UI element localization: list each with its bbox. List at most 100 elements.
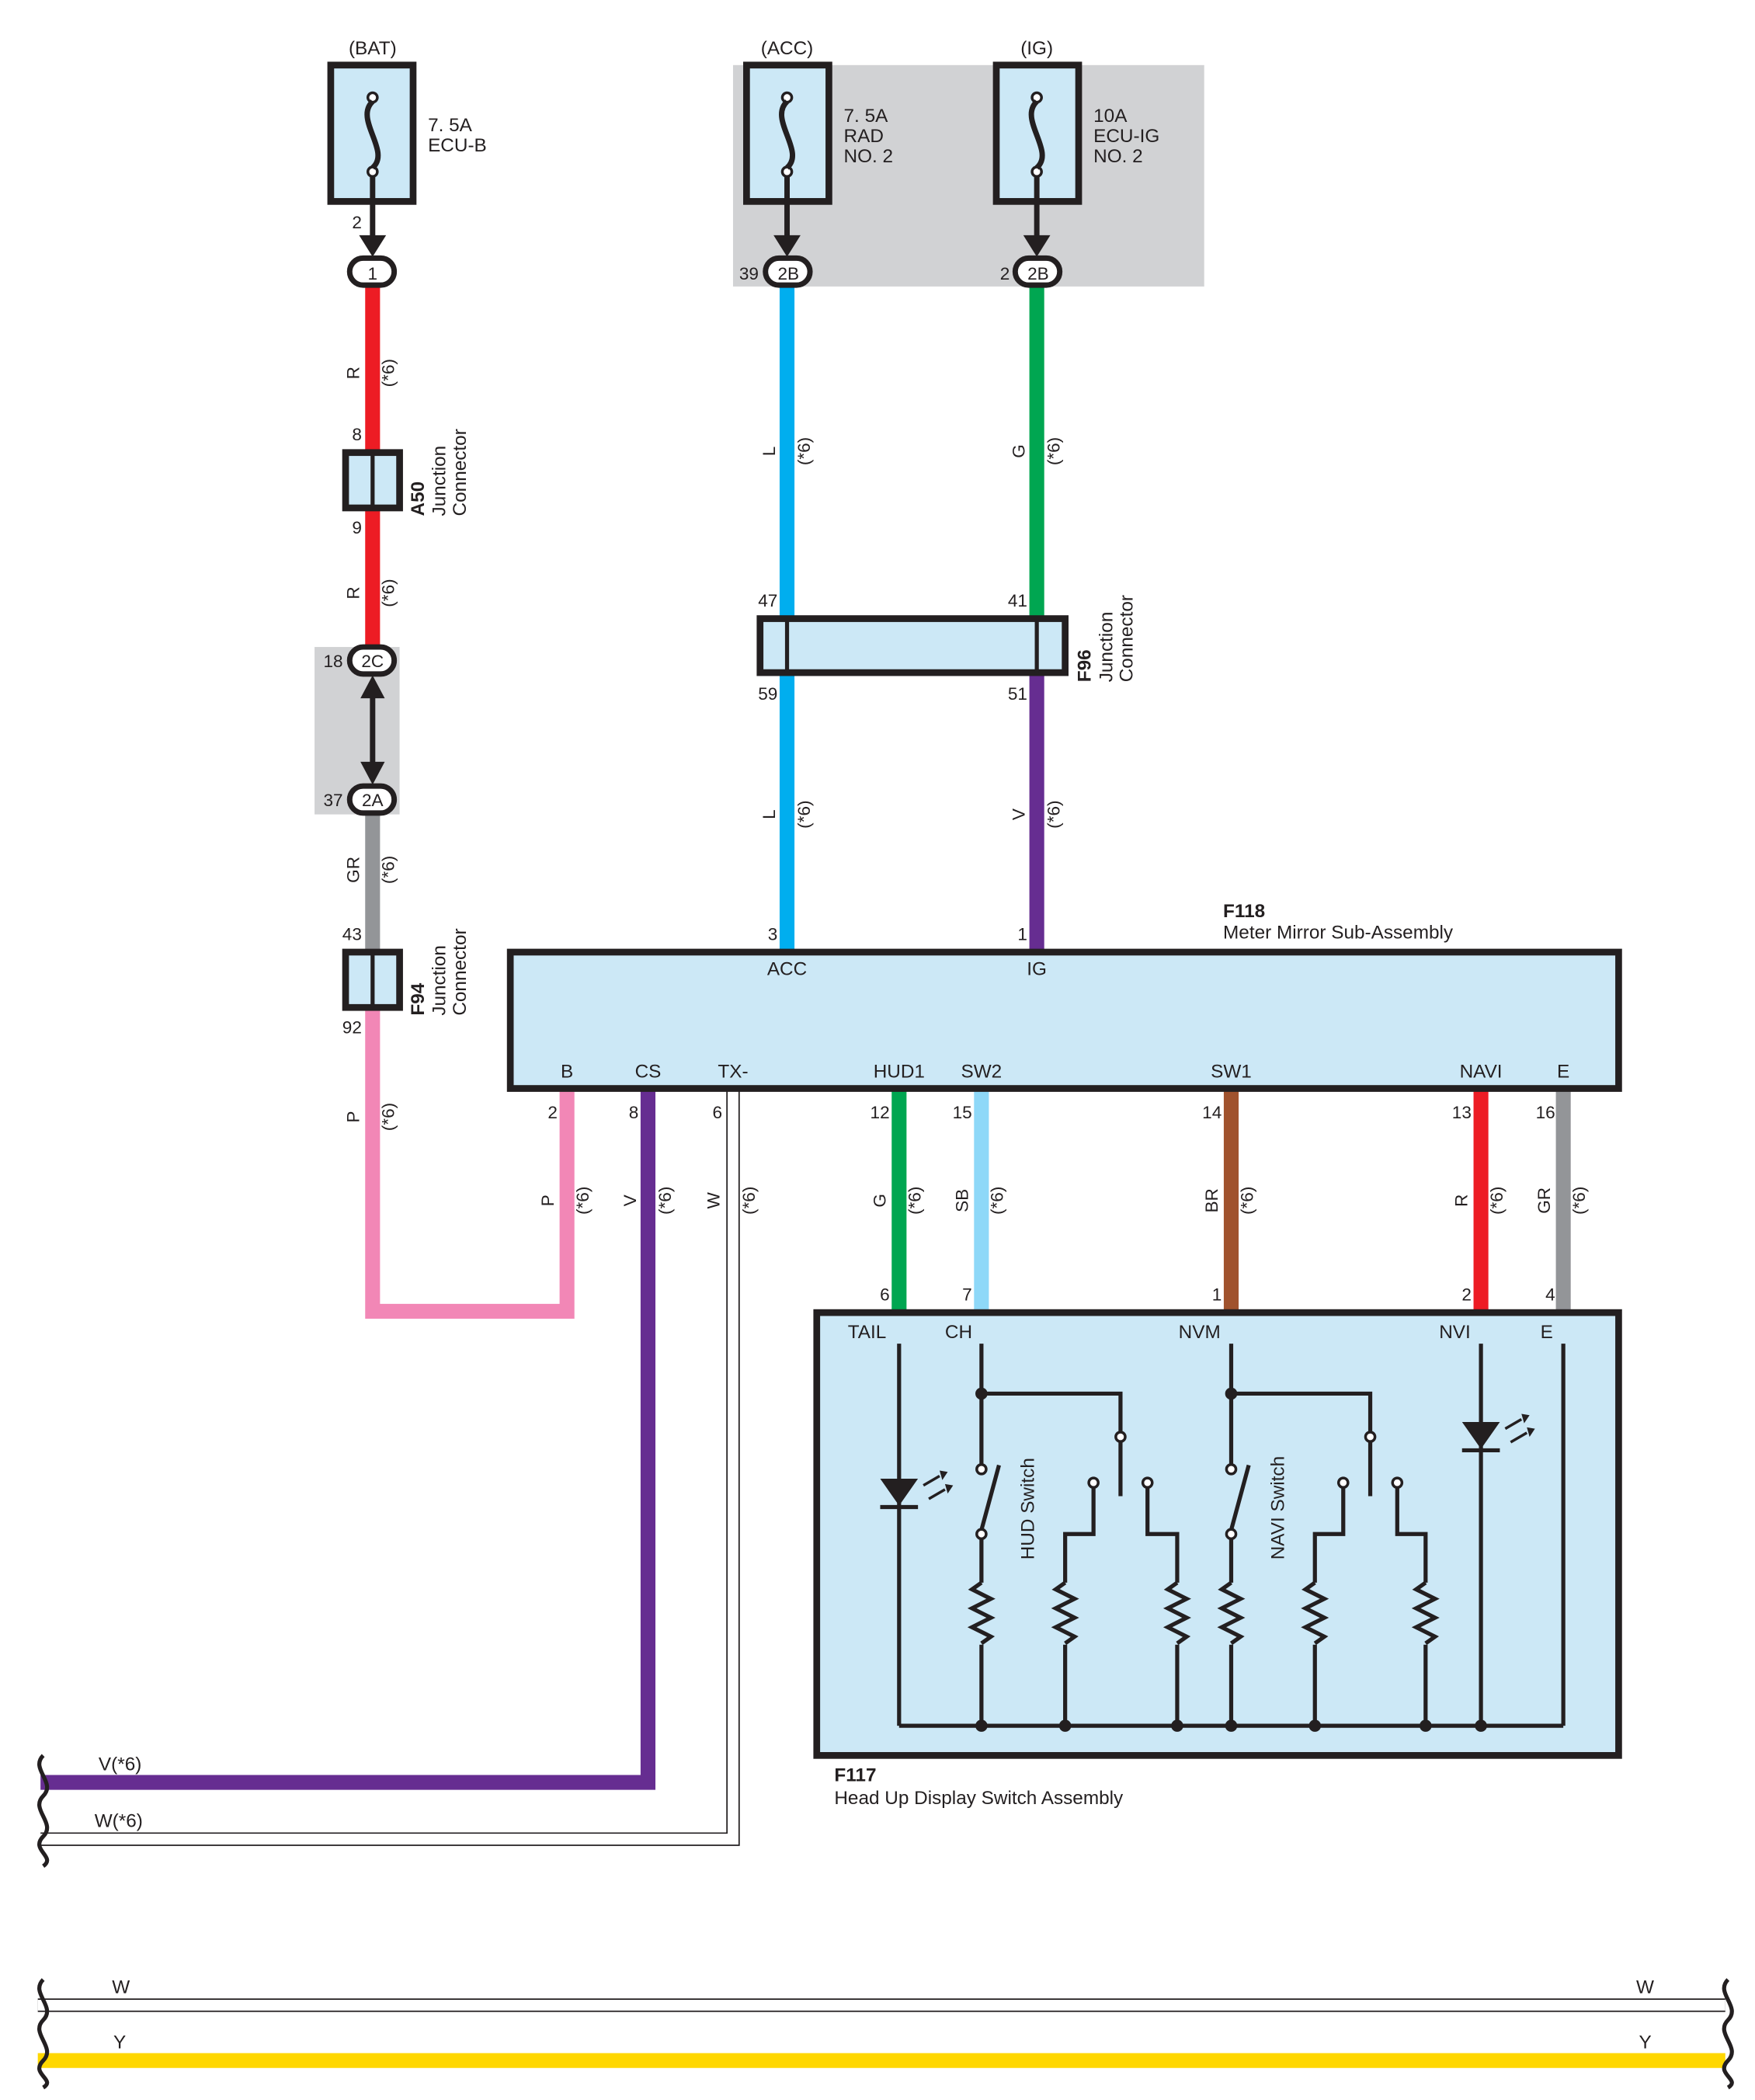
wire-w-tx bbox=[40, 1088, 738, 1845]
wl-gr2: GR bbox=[1534, 1187, 1554, 1214]
led-tail-icon bbox=[880, 1478, 919, 1506]
f96-line1: Junction bbox=[1096, 612, 1117, 683]
wl-sbn: (*6) bbox=[988, 1187, 1007, 1215]
f117-name: Head Up Display Switch Assembly bbox=[834, 1788, 1124, 1809]
wl-g2: G bbox=[870, 1194, 889, 1208]
pin-ig-2b: 2 bbox=[1000, 264, 1010, 283]
f117-term-e: E bbox=[1541, 1322, 1553, 1343]
pill-2a-label: 2A bbox=[362, 791, 384, 810]
f117-term-ch: CH bbox=[945, 1322, 972, 1343]
f118-term-acc: ACC bbox=[767, 959, 807, 980]
pin-f117-e: 4 bbox=[1545, 1285, 1555, 1304]
f118-term-cs: CS bbox=[635, 1062, 662, 1083]
fuse-rad-no2 bbox=[743, 61, 832, 257]
f118-term-navi: NAVI bbox=[1460, 1062, 1503, 1083]
wl-r2: R bbox=[343, 586, 363, 599]
fuse-rad-rating: 7. 5A bbox=[844, 106, 889, 127]
junction-f96 bbox=[756, 615, 1069, 676]
pin-f118-acc: 3 bbox=[768, 924, 778, 944]
wl-w1: W bbox=[704, 1191, 724, 1208]
pin-f118-sw2: 15 bbox=[953, 1103, 972, 1122]
wl-r2n: (*6) bbox=[379, 579, 398, 607]
pill-2b-ig-label: 2B bbox=[1027, 264, 1049, 283]
pill-2c-label: 2C bbox=[361, 652, 384, 671]
pin-f118-navi: 13 bbox=[1452, 1103, 1472, 1122]
bus-v-label: V(*6) bbox=[99, 1754, 141, 1775]
pin-f118-cs: 8 bbox=[629, 1103, 639, 1122]
f117-term-nvm: NVM bbox=[1179, 1322, 1221, 1343]
pin-f94-out: 92 bbox=[342, 1017, 362, 1037]
fuse-ecu-b bbox=[327, 61, 417, 257]
f117-term-tail: TAIL bbox=[848, 1322, 887, 1343]
f118-code: F118 bbox=[1223, 901, 1265, 922]
wl-br: BR bbox=[1202, 1188, 1222, 1212]
wl-v2: V bbox=[620, 1194, 640, 1206]
pin-f118-tx: 6 bbox=[713, 1103, 723, 1122]
pin-f118-ig: 1 bbox=[1017, 924, 1027, 944]
pin-a50-in: 8 bbox=[352, 425, 362, 444]
f117-code: F117 bbox=[834, 1764, 876, 1785]
wl-v1n: (*6) bbox=[1044, 800, 1064, 828]
pin-f118-e: 16 bbox=[1536, 1103, 1555, 1122]
pin-2c: 18 bbox=[323, 652, 342, 671]
f94-line2: Connector bbox=[450, 928, 471, 1015]
fuse-ecu-ig-no2 bbox=[992, 61, 1083, 257]
f118-term-ig: IG bbox=[1027, 959, 1047, 980]
f118-term-hud1: HUD1 bbox=[874, 1062, 925, 1083]
break-marks bbox=[37, 1754, 1734, 2090]
bus-w-label: W(*6) bbox=[95, 1810, 143, 1831]
pin-2a: 37 bbox=[323, 791, 342, 810]
pin-f118-hud1: 12 bbox=[871, 1103, 890, 1122]
pin-bat-fuse: 2 bbox=[352, 213, 362, 232]
f117-box bbox=[813, 1309, 1622, 1759]
supply-acc-label: (ACC) bbox=[761, 38, 814, 59]
f118-term-e: E bbox=[1557, 1062, 1569, 1083]
f118-term-sw2: SW2 bbox=[961, 1062, 1002, 1083]
pin-f117-tail: 6 bbox=[880, 1285, 890, 1304]
wire-v-cs bbox=[40, 1088, 656, 1790]
pin-f96-v-out: 51 bbox=[1008, 684, 1027, 704]
f118-term-tx: TX- bbox=[718, 1062, 748, 1083]
f117-circuit bbox=[880, 1344, 1566, 1732]
f118-box bbox=[506, 948, 1622, 1092]
wl-gr2n: (*6) bbox=[1569, 1187, 1589, 1215]
wl-l1n: (*6) bbox=[794, 437, 814, 465]
wl-g1: G bbox=[1009, 444, 1028, 458]
wire-labels: R (*6) R (*6) GR (*6) P (*6) L (*6) G (*… bbox=[343, 359, 1589, 1215]
f118-name: Meter Mirror Sub-Assembly bbox=[1223, 923, 1454, 944]
fuse-ecuig-name1: ECU-IG bbox=[1093, 126, 1159, 147]
wl-g1n: (*6) bbox=[1044, 437, 1064, 465]
wl-r3: R bbox=[1452, 1194, 1472, 1207]
bus-y-right-label: Y bbox=[1639, 2032, 1651, 2053]
wl-r3n: (*6) bbox=[1487, 1187, 1507, 1215]
wl-p1n: (*6) bbox=[379, 1103, 398, 1131]
f118-term-sw1: SW1 bbox=[1211, 1062, 1252, 1083]
junction-f94 bbox=[342, 948, 403, 1011]
hud-switch-label: HUD Switch bbox=[1018, 1458, 1039, 1559]
pin-f117-nvi: 2 bbox=[1461, 1285, 1472, 1304]
wl-g2n: (*6) bbox=[905, 1187, 925, 1215]
junction-labels: A50 Junction Connector F94 Junction Conn… bbox=[408, 429, 1138, 1015]
pin-f96-l-out: 59 bbox=[758, 684, 777, 704]
supply-bat-label: (BAT) bbox=[349, 38, 397, 59]
pin-f118-sw1: 14 bbox=[1202, 1103, 1222, 1122]
wl-v2n: (*6) bbox=[655, 1187, 675, 1215]
wl-r1n: (*6) bbox=[379, 359, 398, 387]
wires bbox=[37, 286, 1725, 2068]
f118-term-b: B bbox=[561, 1062, 573, 1083]
pin-f117-ch: 7 bbox=[962, 1285, 972, 1304]
pill-2a bbox=[346, 783, 398, 816]
pill-2b-acc bbox=[763, 255, 813, 288]
wire-p bbox=[365, 1007, 575, 1319]
connector-pills bbox=[346, 255, 1063, 816]
pill-2c bbox=[346, 644, 398, 677]
fuse-ecuig-rating: 10A bbox=[1093, 106, 1128, 127]
led-nvi-icon bbox=[1461, 1421, 1500, 1449]
f117-terminals: TAIL CH NVM NVI E bbox=[848, 1322, 1553, 1343]
fuse-ecub-name: ECU-B bbox=[428, 135, 487, 156]
pill-2b-ig bbox=[1012, 255, 1063, 288]
junction-a50 bbox=[342, 449, 403, 512]
f94-code: F94 bbox=[408, 982, 429, 1015]
fuse-ecub-rating: 7. 5A bbox=[428, 115, 473, 136]
